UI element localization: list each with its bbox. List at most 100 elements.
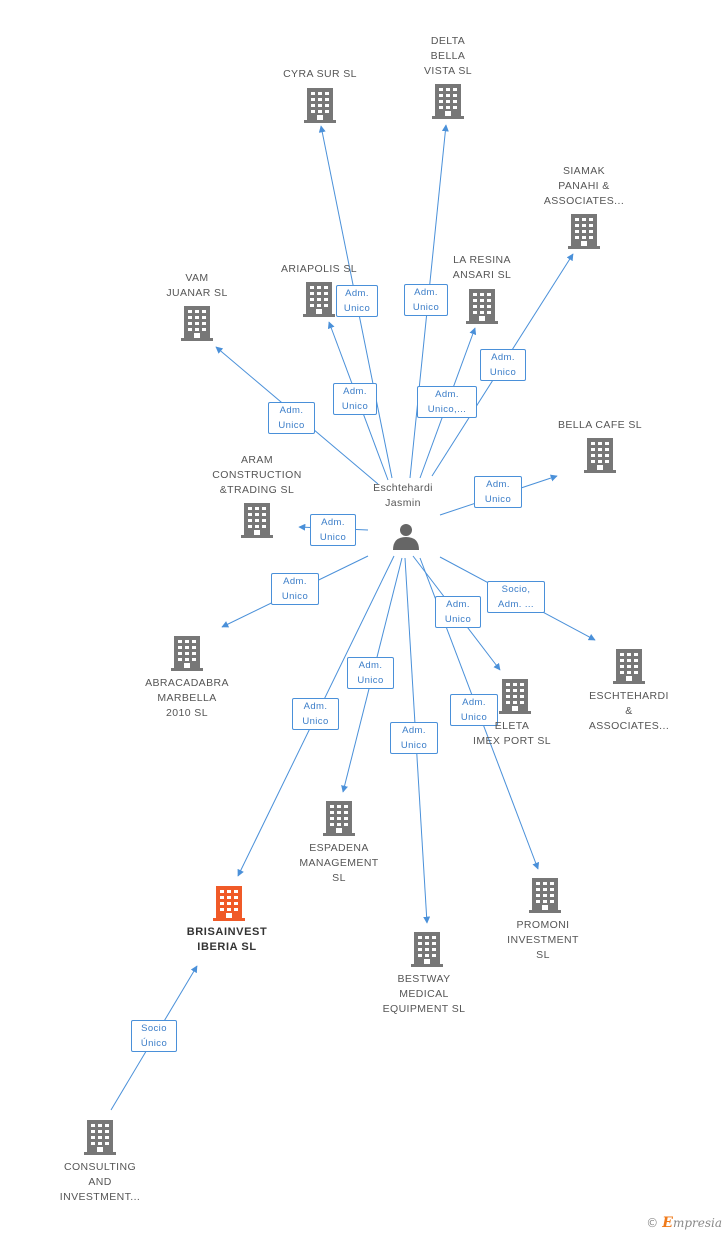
company-name-line: CONSTRUCTION bbox=[212, 469, 302, 481]
company-label-brisainvest[interactable]: BRISAINVEST IBERIA SL bbox=[157, 925, 297, 955]
empresia-copyright: ©Empresia bbox=[646, 1215, 722, 1231]
company-name-line: ELETA bbox=[494, 720, 530, 732]
edge-label-abracadabra[interactable]: Adm.Unico bbox=[271, 573, 319, 605]
company-name-line: MANAGEMENT bbox=[299, 857, 379, 869]
company-name-line: IBERIA SL bbox=[197, 941, 257, 953]
edge-label-line: Socio bbox=[141, 1023, 167, 1034]
edge-label-promoni[interactable]: Adm.Unico bbox=[450, 694, 498, 726]
edge-label-cyra[interactable]: Adm.Unico bbox=[336, 285, 378, 317]
company-name-line: BELLA CAFE SL bbox=[558, 419, 642, 431]
company-name-line: 2010 SL bbox=[166, 707, 208, 719]
company-name-line: BRISAINVEST bbox=[186, 926, 268, 938]
edge-label-line: Adm. bbox=[321, 517, 345, 528]
edge-label-line: Adm. bbox=[303, 701, 328, 712]
company-name-line: &TRADING SL bbox=[219, 484, 295, 496]
company-name-line: ASSOCIATES... bbox=[543, 195, 625, 207]
company-name-line: PROMONI bbox=[516, 919, 570, 931]
building-icon[interactable] bbox=[241, 503, 273, 538]
company-name-line: LA RESINA bbox=[453, 254, 511, 266]
building-icon[interactable] bbox=[499, 679, 531, 714]
edge-label-line: Unico bbox=[341, 401, 369, 412]
company-name-line: VISTA SL bbox=[424, 65, 472, 77]
building-icon[interactable] bbox=[323, 801, 355, 836]
building-icon[interactable] bbox=[171, 636, 203, 671]
edge-label-siamak[interactable]: Adm. Unico bbox=[480, 349, 526, 381]
building-icon[interactable] bbox=[303, 282, 335, 317]
edge-label-line: Adm. bbox=[402, 725, 426, 736]
company-name-line: BELLA bbox=[430, 50, 466, 62]
building-icon[interactable] bbox=[213, 886, 245, 921]
edge-label-line: Unico,... bbox=[427, 404, 467, 415]
company-name-line: SL bbox=[536, 949, 550, 961]
building-icon[interactable] bbox=[568, 214, 600, 249]
company-name-line: MEDICAL bbox=[399, 988, 449, 1000]
company-name-line: CONSULTING bbox=[63, 1161, 137, 1173]
edge-label-line: Unico bbox=[319, 532, 347, 543]
company-name-line: SL bbox=[332, 872, 346, 884]
company-label-bellacafe[interactable]: BELLA CAFE SL bbox=[530, 418, 670, 433]
company-name-line: ESCHTEHARDI bbox=[589, 690, 669, 702]
brand-name: mpresia bbox=[672, 1216, 722, 1230]
edge-label-laresina[interactable]: Adm. Unico,... bbox=[417, 386, 477, 418]
edge-label-line: Unico bbox=[357, 675, 384, 686]
building-icon[interactable] bbox=[304, 88, 336, 123]
edge-label-line: Adm. bbox=[279, 405, 304, 416]
edge-label-line: Unico bbox=[489, 367, 517, 378]
building-icon[interactable] bbox=[613, 649, 645, 684]
building-icon[interactable] bbox=[466, 289, 498, 324]
company-label-cyra[interactable]: CYRA SUR SL bbox=[250, 67, 390, 82]
company-name-line: EQUIPMENT SL bbox=[382, 1003, 466, 1015]
edge-label-line: Unico bbox=[400, 740, 428, 751]
building-icon[interactable] bbox=[432, 84, 464, 119]
building-icon[interactable] bbox=[84, 1120, 116, 1155]
company-name-line: ASSOCIATES... bbox=[588, 720, 670, 732]
building-icon[interactable] bbox=[584, 438, 616, 473]
edge-label-eleta[interactable]: Adm.Unico bbox=[435, 596, 481, 628]
edge-label-line: Unico bbox=[412, 302, 440, 313]
edge-label-vam[interactable]: Adm.Unico bbox=[268, 402, 315, 434]
edge-label-espadena[interactable]: Adm.Unico bbox=[347, 657, 394, 689]
building-icon[interactable] bbox=[529, 878, 561, 913]
edge-label-brisainvest[interactable]: Adm.Unico bbox=[292, 698, 339, 730]
edge-label-line: Socio, bbox=[501, 584, 531, 595]
building-icon[interactable] bbox=[181, 306, 213, 341]
company-label-aram[interactable]: ARAM CONSTRUCTION&TRADING SL bbox=[187, 453, 327, 498]
edge-label-aram[interactable]: Adm. Unico bbox=[310, 514, 356, 546]
company-name-line: MARBELLA bbox=[157, 692, 217, 704]
brand-initial: E bbox=[662, 1215, 673, 1231]
person-name-line: Jasmin bbox=[385, 497, 421, 509]
edge-label-delta[interactable]: Adm.Unico bbox=[404, 284, 448, 316]
edge-label-line: Único bbox=[140, 1038, 168, 1049]
edge-label-bestway[interactable]: Adm. Unico bbox=[390, 722, 438, 754]
edge-label-line: Adm. bbox=[435, 389, 459, 400]
edge-label-line: Adm. bbox=[343, 386, 367, 397]
edge-label-line: Adm. bbox=[283, 576, 307, 587]
person-icon[interactable] bbox=[393, 524, 419, 550]
company-label-ariapolis[interactable]: ARIAPOLIS SL bbox=[249, 262, 389, 277]
company-label-abracadabra[interactable]: ABRACADABRA MARBELLA 2010 SL bbox=[117, 676, 257, 721]
edge-label-bellacafe[interactable]: Adm.Unico bbox=[474, 476, 522, 508]
company-label-eschtehardi[interactable]: ESCHTEHARDI & ASSOCIATES... bbox=[559, 689, 699, 734]
company-name-line: & bbox=[625, 705, 633, 717]
person-name-line: Eschtehardi bbox=[373, 482, 433, 494]
company-name-line: INVESTMENT... bbox=[59, 1191, 141, 1203]
edge-label-eschtehardi[interactable]: Socio,Adm. ... bbox=[487, 581, 545, 613]
company-name-line: ABRACADABRA bbox=[145, 677, 229, 689]
edge-label-line: Adm. bbox=[491, 352, 515, 363]
building-icon[interactable] bbox=[411, 932, 443, 967]
edge-label-line: Unico bbox=[343, 303, 371, 314]
edge-label-ariapolis[interactable]: Adm. Unico bbox=[333, 383, 377, 415]
company-name-line: ARAM bbox=[241, 454, 273, 466]
company-name-line: JUANAR SL bbox=[166, 287, 228, 299]
